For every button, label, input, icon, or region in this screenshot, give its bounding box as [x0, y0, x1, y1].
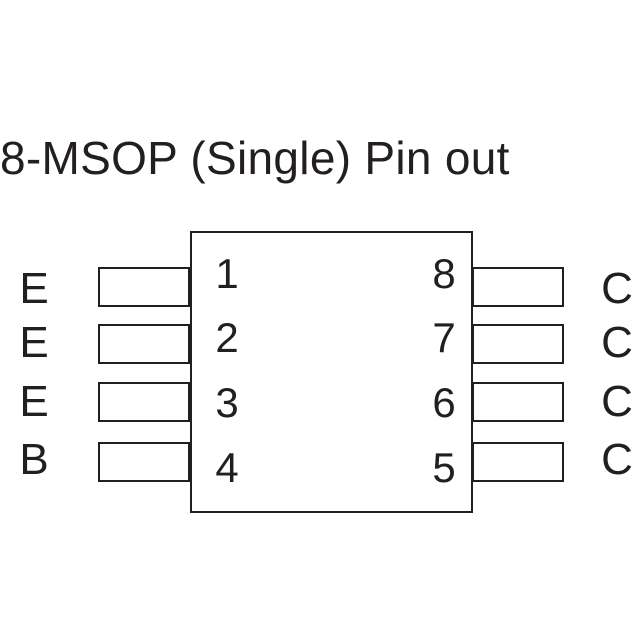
signal-label-pin-1: E	[19, 264, 49, 313]
pin-lead-8	[472, 267, 564, 307]
pin-lead-3	[98, 382, 190, 422]
pin-lead-6	[472, 382, 564, 422]
pin-lead-4	[98, 442, 190, 482]
package-body	[190, 231, 473, 513]
pin-number-4: 4	[215, 444, 239, 491]
signal-label-pin-7: C	[601, 318, 633, 367]
pin-number-1: 1	[215, 250, 239, 297]
diagram-title: 8-MSOP (Single) Pin out	[0, 132, 510, 184]
pin-lead-2	[98, 324, 190, 364]
pin-number-3: 3	[215, 379, 239, 426]
pin-number-2: 2	[215, 314, 239, 361]
pin-lead-5	[472, 442, 564, 482]
pin-lead-7	[472, 324, 564, 364]
pin-number-5: 5	[432, 444, 456, 491]
signal-label-pin-4: B	[19, 435, 49, 484]
pin-number-8: 8	[432, 250, 456, 297]
pin-number-6: 6	[432, 379, 456, 426]
pin-number-7: 7	[432, 314, 456, 361]
signal-label-pin-6: C	[601, 377, 633, 426]
pin-lead-1	[98, 267, 190, 307]
signal-label-pin-2: E	[19, 318, 49, 367]
signal-label-pin-5: C	[601, 435, 633, 484]
signal-label-pin-3: E	[19, 377, 49, 426]
signal-label-pin-8: C	[601, 264, 633, 313]
